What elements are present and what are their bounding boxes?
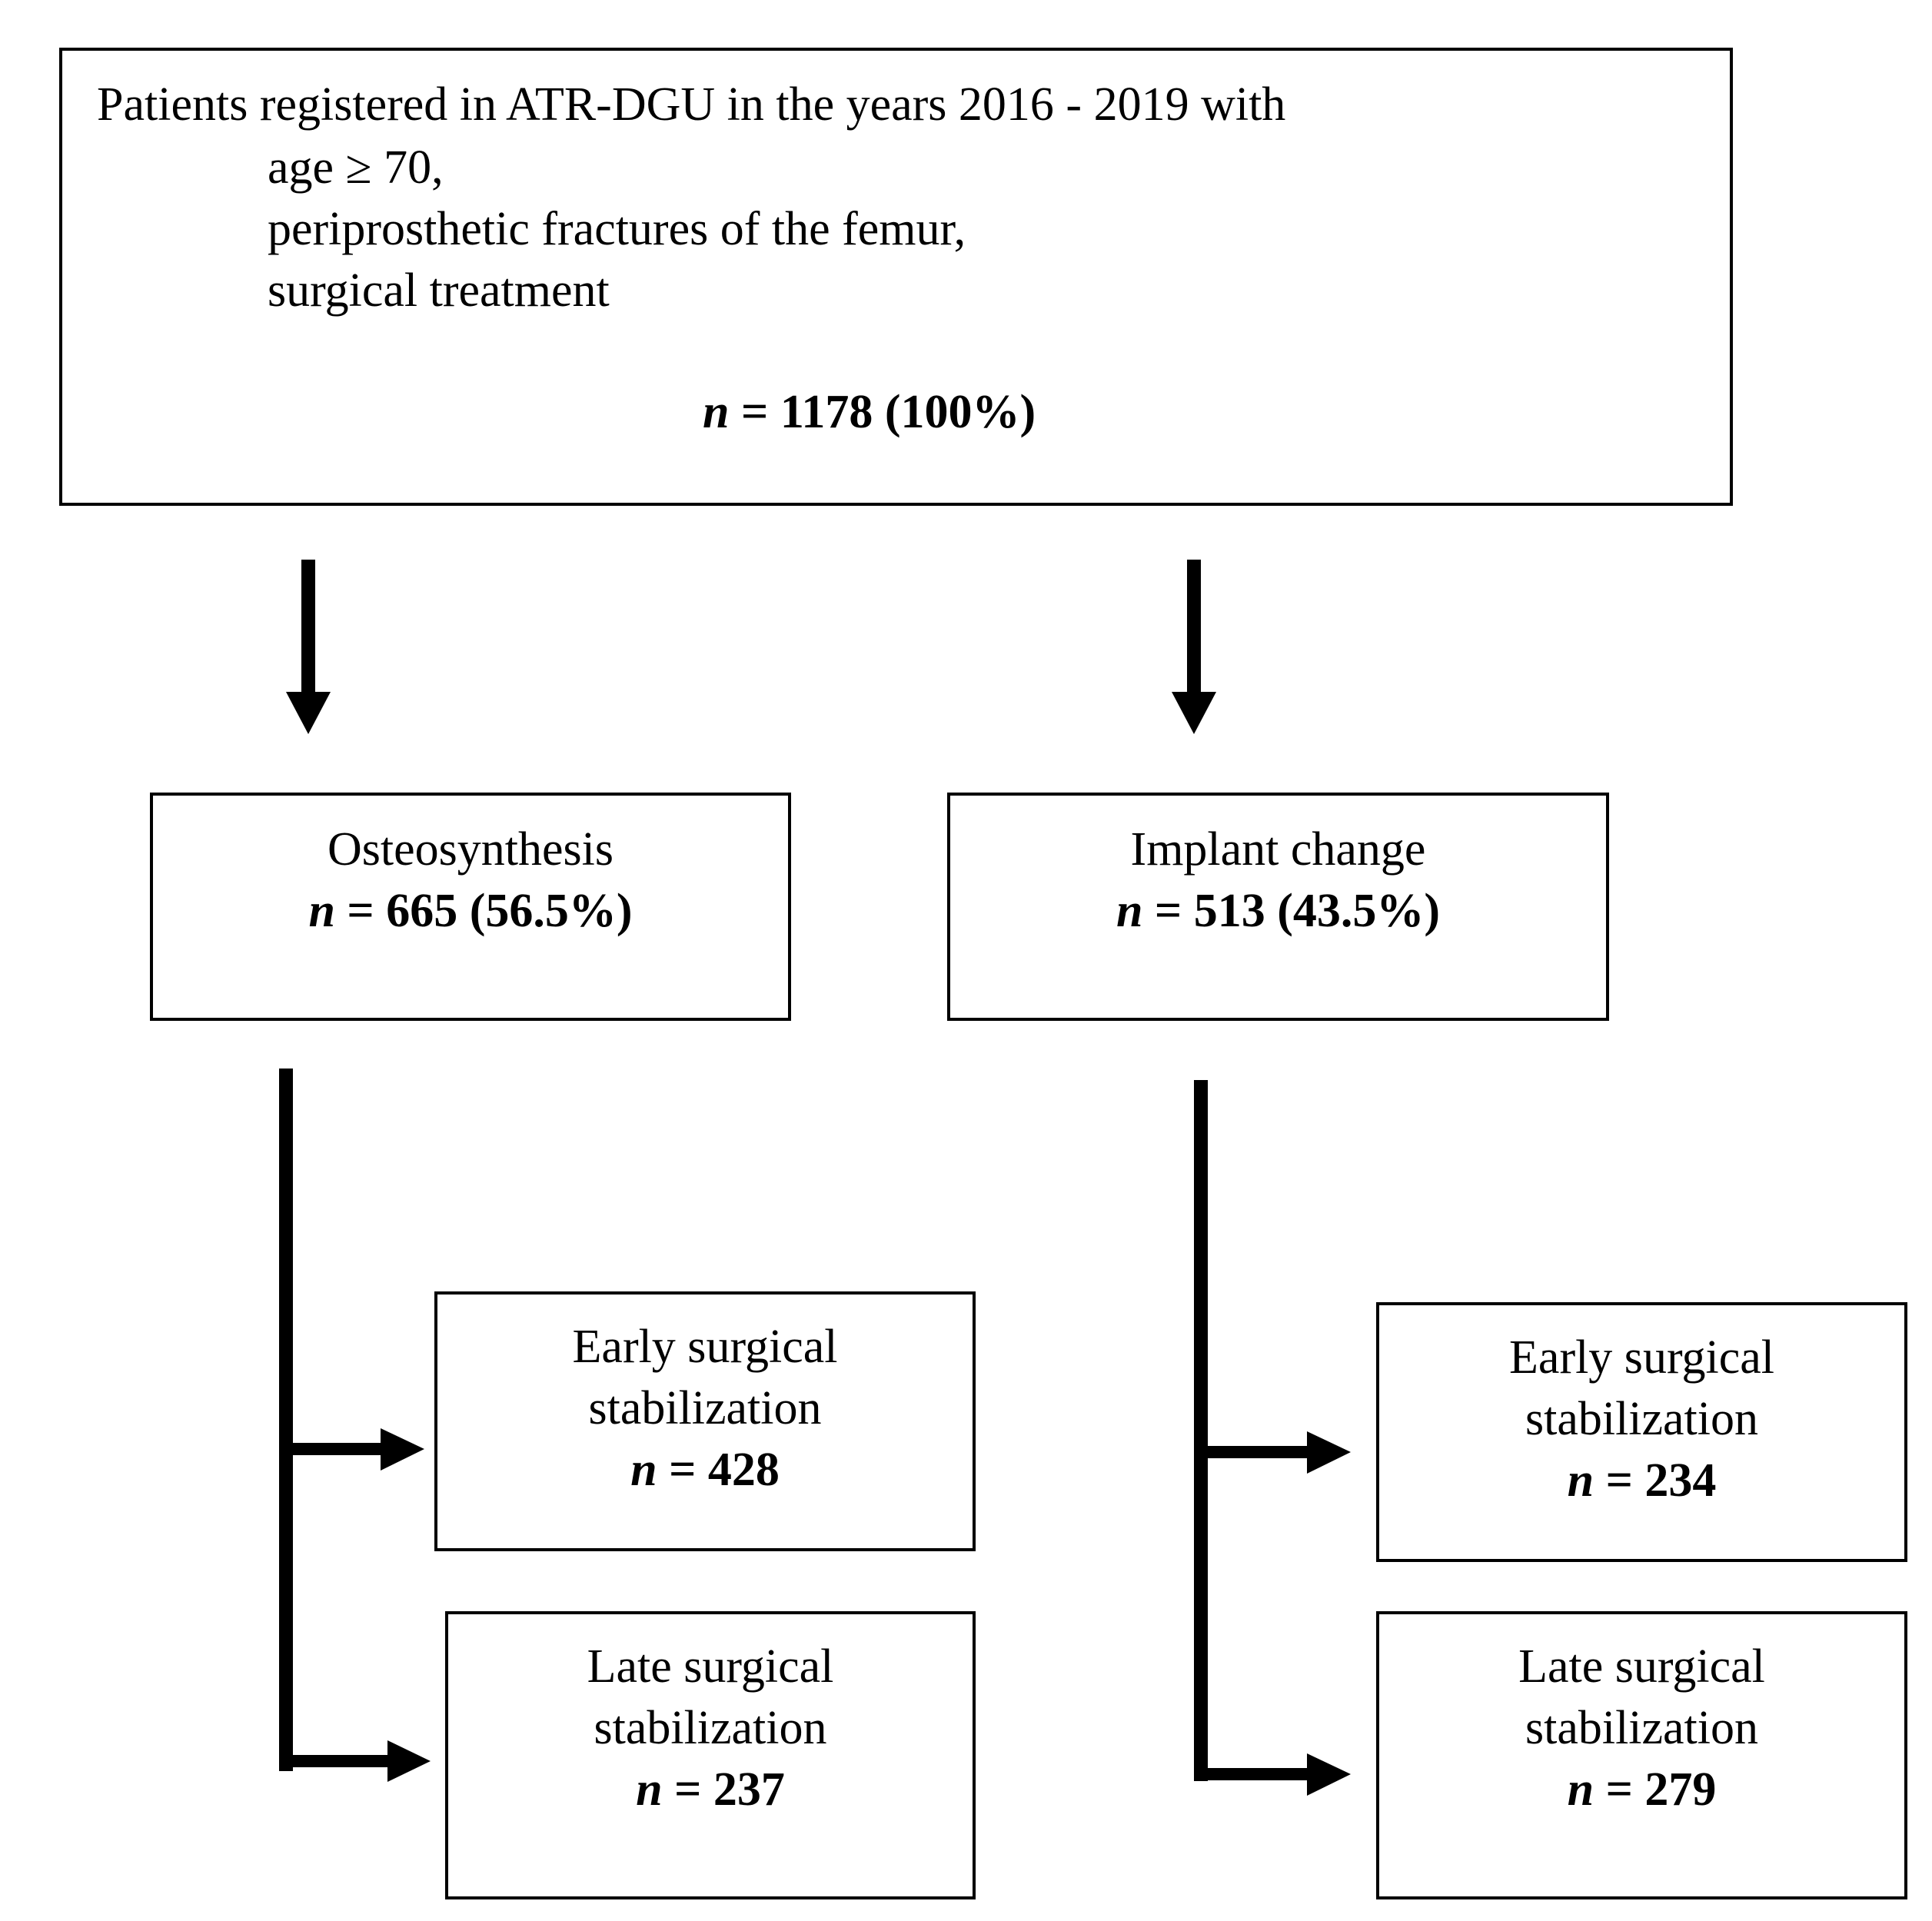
criterion-age: age ≥ 70, [268, 141, 444, 194]
arrow-left-to-late-shaft [286, 1755, 394, 1767]
arrow-right-to-early-shaft [1201, 1446, 1312, 1458]
n-symbol: n [636, 1763, 663, 1816]
implant-change-early-line2: stabilization [1525, 1393, 1759, 1445]
implant-change-count: n = 513 (43.5%) [950, 880, 1606, 942]
arrow-top-to-implant-change-shaft [1187, 560, 1201, 698]
total-count-value: = 1178 (100%) [729, 386, 1036, 438]
osteosynthesis-early-line1: Early surgical [572, 1321, 838, 1373]
osteosynthesis-late-line1: Late surgical [587, 1640, 834, 1693]
arrow-left-to-late-head [387, 1740, 431, 1782]
implant-change-early-box: Early surgical stabilization n = 234 [1376, 1302, 1907, 1562]
inclusion-criteria-box: Patients registered in ATR-DGU in the ye… [59, 48, 1733, 506]
osteosynthesis-early-count-value: = 428 [657, 1444, 780, 1496]
arrow-left-to-early-shaft [286, 1443, 386, 1455]
criterion-fracture-type: periprosthetic fractures of the femur, [268, 203, 966, 255]
implant-change-late-box: Late surgical stabilization n = 279 [1376, 1611, 1907, 1899]
arrow-top-to-osteosynthesis-head [286, 692, 331, 734]
n-symbol: n [308, 885, 335, 937]
n-symbol: n [630, 1444, 657, 1496]
arrow-right-to-early-head [1307, 1431, 1351, 1474]
implant-change-early-count: n = 234 [1379, 1450, 1904, 1511]
implant-change-late-line1: Late surgical [1518, 1640, 1765, 1693]
implant-change-title: Implant change [1130, 823, 1426, 876]
implant-change-count-value: = 513 (43.5%) [1142, 885, 1441, 937]
right-branch-vertical-line [1194, 1080, 1208, 1781]
arrow-right-to-late-shaft [1201, 1768, 1312, 1780]
n-symbol: n [1567, 1763, 1594, 1816]
osteosynthesis-count-value: = 665 (56.5%) [334, 885, 633, 937]
total-count: n = 1178 (100%) [703, 381, 1036, 443]
implant-change-late-count-value: = 279 [1594, 1763, 1717, 1816]
osteosynthesis-early-line2: stabilization [588, 1382, 822, 1434]
osteosynthesis-late-line2: stabilization [594, 1702, 827, 1754]
osteosynthesis-late-count-value: = 237 [662, 1763, 785, 1816]
osteosynthesis-early-count: n = 428 [437, 1439, 973, 1501]
inclusion-intro-text: Patients registered in ATR-DGU in the ye… [97, 78, 1286, 131]
n-symbol: n [703, 386, 730, 438]
osteosynthesis-count: n = 665 (56.5%) [153, 880, 788, 942]
osteosynthesis-early-box: Early surgical stabilization n = 428 [434, 1291, 976, 1551]
implant-change-box: Implant change n = 513 (43.5%) [947, 793, 1609, 1021]
osteosynthesis-late-count: n = 237 [448, 1759, 973, 1820]
arrow-top-to-implant-change-head [1172, 692, 1216, 734]
implant-change-late-line2: stabilization [1525, 1702, 1759, 1754]
n-symbol: n [1567, 1454, 1594, 1507]
n-symbol: n [1116, 885, 1143, 937]
arrow-left-to-early-head [381, 1428, 424, 1471]
implant-change-early-line1: Early surgical [1509, 1331, 1774, 1384]
osteosynthesis-title: Osteosynthesis [328, 823, 614, 876]
arrow-top-to-osteosynthesis-shaft [301, 560, 315, 698]
arrow-right-to-late-head [1307, 1753, 1351, 1796]
osteosynthesis-box: Osteosynthesis n = 665 (56.5%) [150, 793, 791, 1021]
left-branch-vertical-line [279, 1069, 293, 1771]
implant-change-early-count-value: = 234 [1594, 1454, 1717, 1507]
implant-change-late-count: n = 279 [1379, 1759, 1904, 1820]
criterion-treatment: surgical treatment [268, 264, 610, 317]
osteosynthesis-late-box: Late surgical stabilization n = 237 [445, 1611, 976, 1899]
